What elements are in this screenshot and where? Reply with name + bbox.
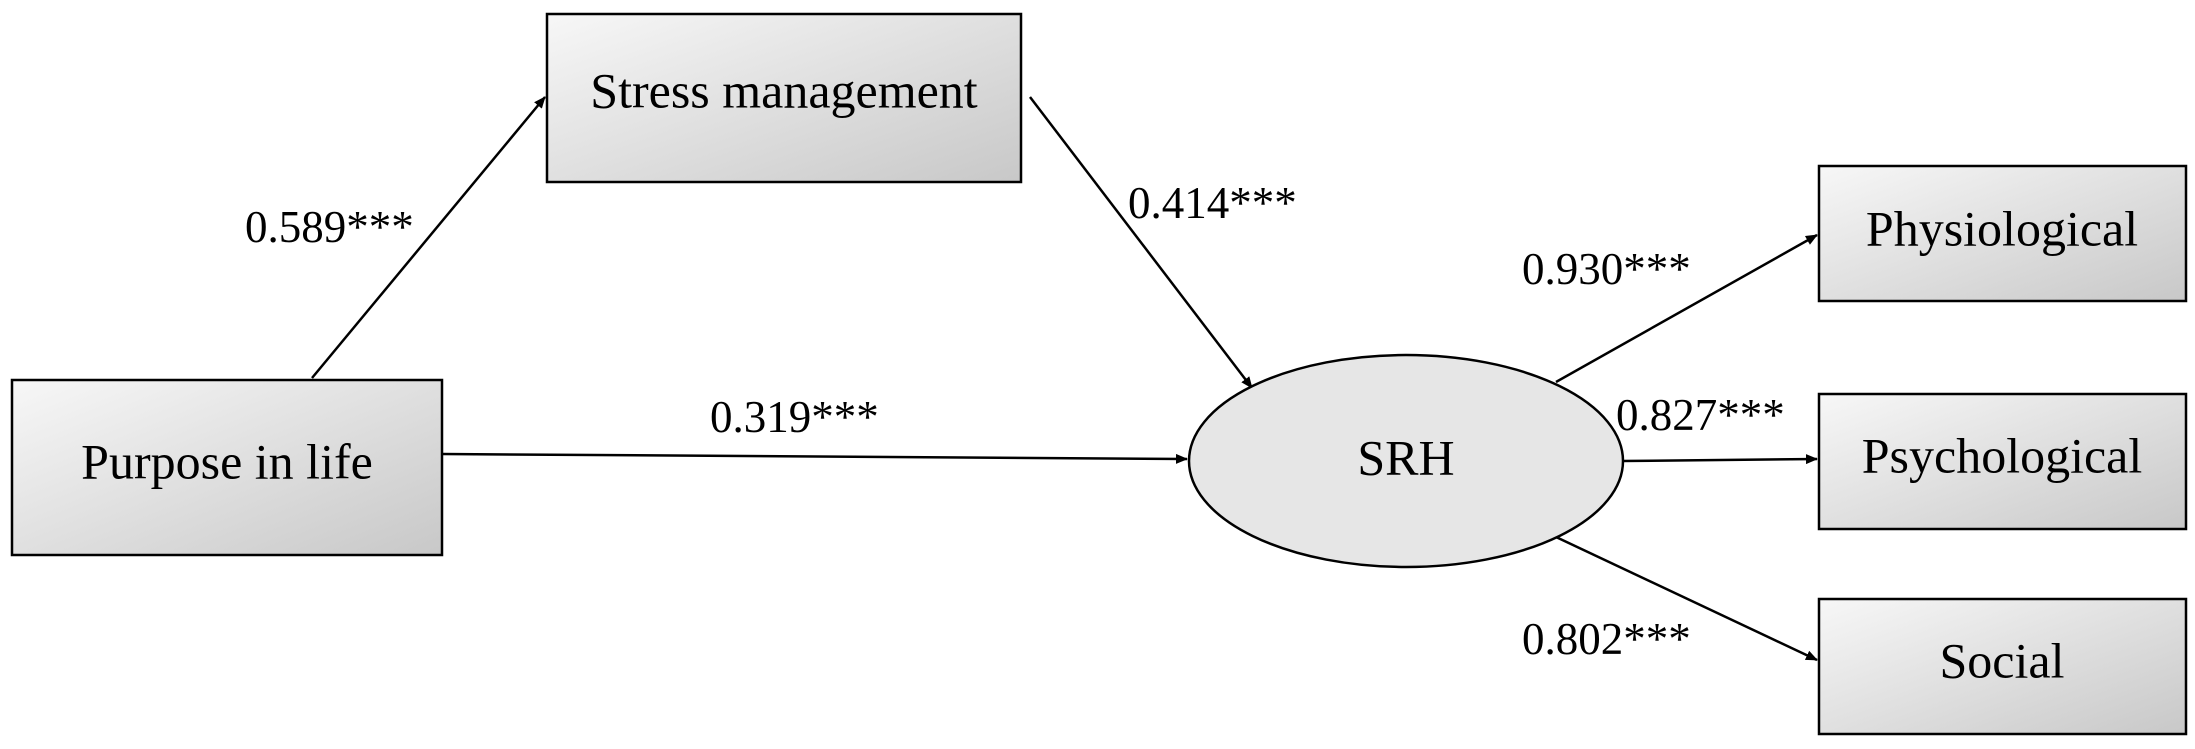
label-purpose-to-srh: 0.319*** [710,392,879,442]
arrow-srh-to-psychological [1621,454,1818,465]
arrow-srh-to-social [1555,535,1818,662]
node-social-label: Social [1940,632,2065,688]
node-physiological: Physiological [1817,164,2188,303]
node-psychological-label: Psychological [1862,427,2143,483]
arrow-stress-to-srh [1029,96,1253,389]
node-srh: SRH [1187,353,1625,569]
node-social: Social [1817,597,2188,736]
node-physiological-label: Physiological [1866,200,2138,256]
node-stress-management-label: Stress management [590,62,978,118]
label-srh-to-psychological: 0.827*** [1616,390,1785,440]
arrow-purpose-to-srh [441,452,1188,464]
node-srh-label: SRH [1357,429,1454,485]
label-stress-to-srh: 0.414*** [1128,178,1297,228]
node-purpose-in-life: Purpose in life [10,378,444,557]
node-stress-management: Stress management [545,12,1023,184]
node-purpose-in-life-label: Purpose in life [81,433,373,489]
label-srh-to-social: 0.802*** [1522,614,1691,664]
node-psychological: Psychological [1817,392,2188,531]
label-purpose-to-stress: 0.589*** [245,202,414,252]
arrow-srh-to-physiological [1555,233,1818,384]
label-srh-to-physiological: 0.930*** [1522,244,1691,294]
arrow-purpose-to-stress [311,96,546,379]
